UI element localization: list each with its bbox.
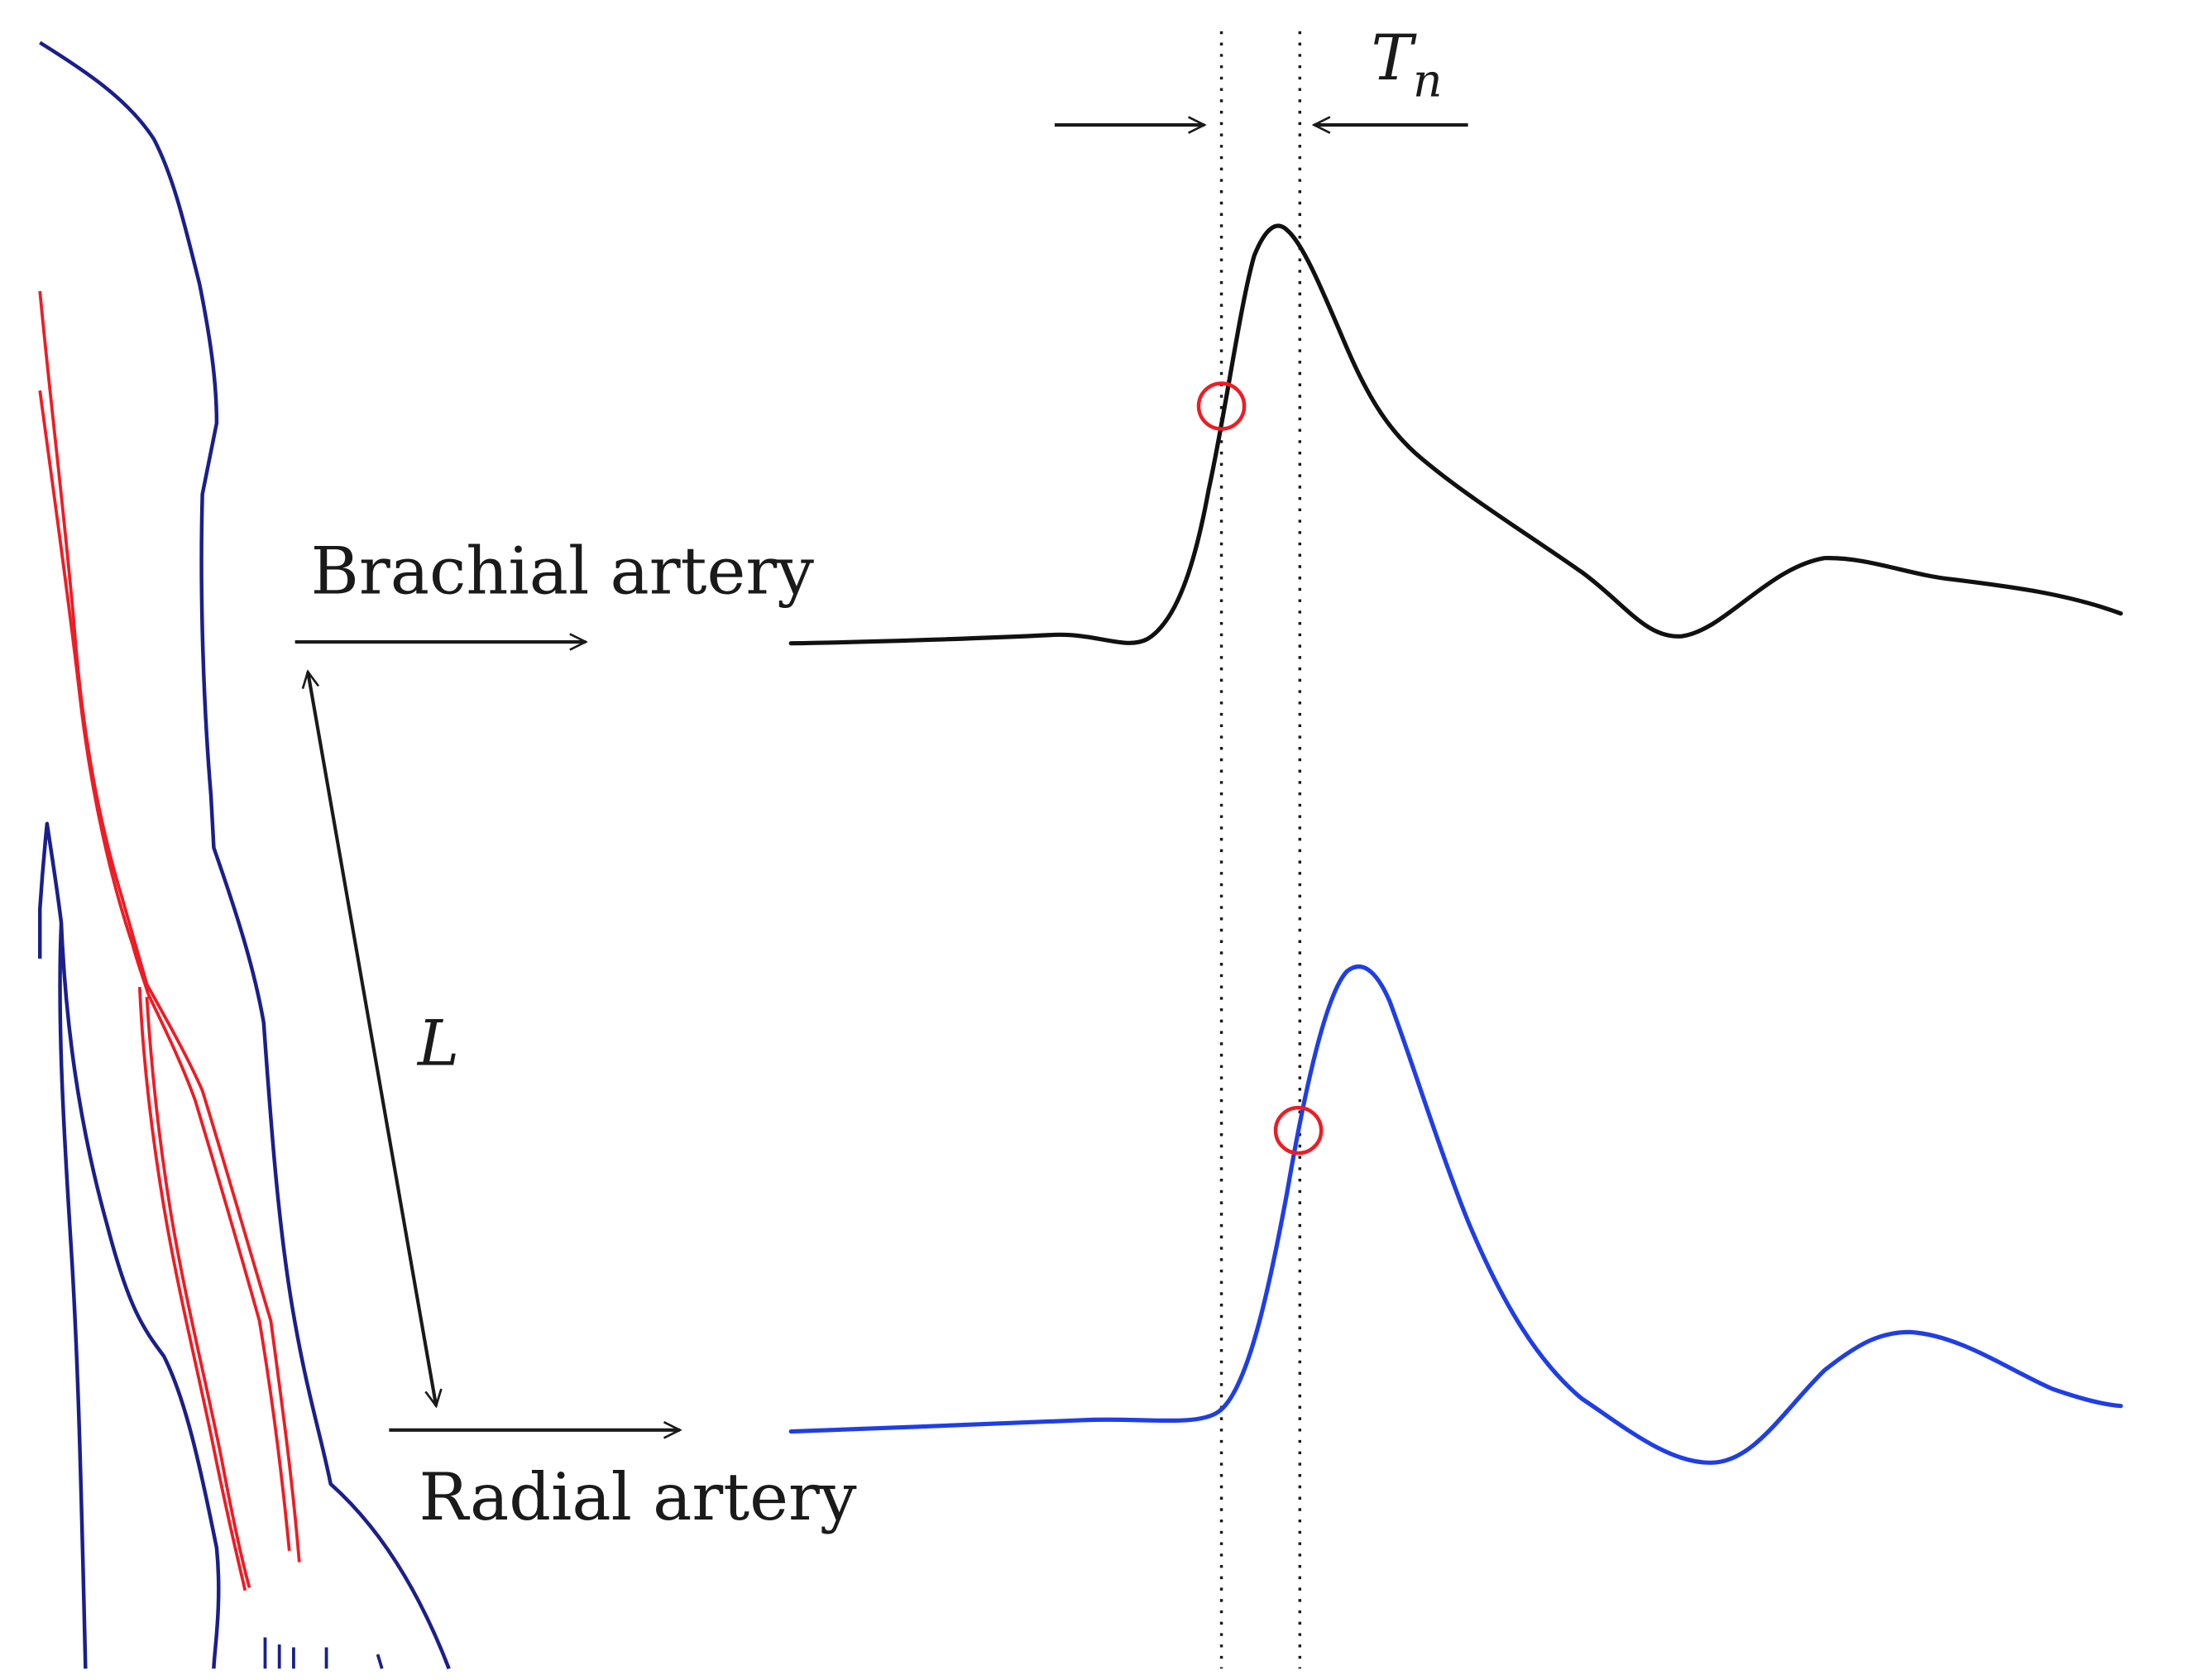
arm-outer-contour [39, 41, 451, 1670]
distance-arrow [308, 672, 436, 1406]
distance-label: L [416, 1008, 459, 1080]
arm-inner-contour [38, 821, 221, 1669]
radial-artery-vessel-a [145, 983, 301, 1563]
transit-time-label: Tn [1371, 22, 1442, 107]
radial-pressure-waveform [788, 964, 2123, 1465]
ulnar-artery-vessel-a [137, 987, 247, 1591]
arm-outline [38, 41, 451, 1670]
arm-lower-left-contour [58, 922, 88, 1669]
ulnar-artery-vessel-b [145, 997, 251, 1588]
radial-artery-vessel-b [146, 993, 291, 1551]
radial-artery-label: Radial artery [419, 1459, 857, 1535]
radial-wave-foot-marker [1273, 1105, 1324, 1156]
transit-time-subscript: n [1413, 55, 1443, 108]
artery-tree [38, 290, 301, 1591]
brachial-pressure-waveform [788, 223, 2123, 646]
transit-time-symbol: T [1371, 22, 1417, 94]
brachial-wave-foot-marker [1196, 381, 1247, 431]
brachial-artery-label: Brachial artery [311, 534, 815, 610]
fingers [263, 1637, 384, 1669]
brachial-artery-vessel-b [38, 390, 151, 995]
